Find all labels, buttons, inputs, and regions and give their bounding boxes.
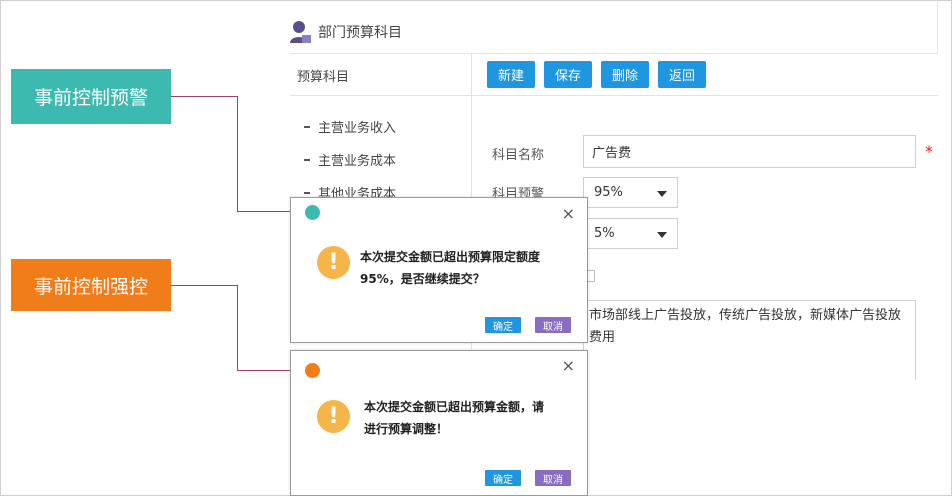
marker-dot bbox=[305, 205, 320, 220]
marker-dot bbox=[305, 363, 320, 378]
ok-button[interactable]: 确定 bbox=[485, 470, 521, 486]
callout-hard-control: 事前控制强控 bbox=[11, 259, 171, 311]
divider bbox=[937, 0, 938, 54]
toolbar: 新建 保存 删除 返回 bbox=[487, 61, 707, 88]
dialog-message: 本次提交金额已超出预算金额，请 进行预算调整！ bbox=[364, 396, 544, 440]
callout-warning: 事前控制预警 bbox=[11, 69, 171, 124]
new-button[interactable]: 新建 bbox=[487, 61, 536, 88]
dialog-message: 本次提交金额已超出预算限定额度 95%，是否继续提交？ bbox=[360, 246, 540, 290]
sidebar-header: 预算科目 bbox=[297, 70, 350, 85]
sidebar-item-label: 主营业务收入 bbox=[318, 121, 397, 136]
dialog-message-line: 本次提交金额已超出预算金额，请 bbox=[364, 400, 545, 414]
close-icon[interactable]: × bbox=[561, 356, 575, 375]
delete-button[interactable]: 删除 bbox=[601, 61, 650, 88]
ok-button[interactable]: 确定 bbox=[485, 317, 521, 333]
back-button[interactable]: 返回 bbox=[658, 61, 707, 88]
connector-line bbox=[237, 96, 238, 212]
connector-line bbox=[171, 96, 237, 97]
control-select-value: 5% bbox=[594, 226, 615, 241]
connector-line bbox=[237, 370, 307, 371]
warning-dialog: × ! 本次提交金额已超出预算限定额度 95%，是否继续提交？ 确定 取消 bbox=[290, 197, 588, 343]
connector-line bbox=[237, 285, 238, 371]
dialog-message-line: 本次提交金额已超出预算限定额度 bbox=[360, 250, 541, 264]
cancel-button[interactable]: 取消 bbox=[535, 317, 571, 333]
description-textarea[interactable]: 市场部线上广告投放，传统广告投放，新媒体广告投放费用 bbox=[583, 300, 916, 380]
connector-line bbox=[237, 211, 307, 212]
dialog-message-line: 95%，是否继续提交？ bbox=[360, 272, 485, 286]
dash-icon bbox=[304, 191, 310, 194]
divider bbox=[290, 95, 938, 96]
connector-line bbox=[171, 285, 237, 286]
name-field[interactable]: 广告费 bbox=[583, 135, 916, 168]
cancel-button[interactable]: 取消 bbox=[535, 470, 571, 486]
sidebar-item-main-revenue[interactable]: 主营业务收入 bbox=[304, 110, 396, 143]
name-label: 科目名称 bbox=[492, 148, 545, 163]
close-icon[interactable]: × bbox=[561, 204, 575, 223]
dash-icon bbox=[304, 125, 310, 128]
chevron-down-icon bbox=[657, 191, 667, 197]
warning-icon: ! bbox=[317, 400, 350, 433]
sidebar-item-label: 主营业务成本 bbox=[318, 154, 397, 169]
warning-select-value: 95% bbox=[594, 185, 623, 200]
warning-select[interactable]: 95% bbox=[583, 177, 678, 208]
dialog-message-line: 进行预算调整！ bbox=[364, 422, 449, 436]
sidebar-item-main-cost[interactable]: 主营业务成本 bbox=[304, 143, 396, 176]
divider bbox=[290, 53, 938, 54]
sidebar-list: 主营业务收入 主营业务成本 其他业务成本 bbox=[304, 110, 396, 209]
page-header: 部门预算科目 bbox=[290, 14, 402, 50]
dash-icon bbox=[304, 158, 310, 161]
user-icon bbox=[290, 20, 312, 44]
chevron-down-icon bbox=[657, 232, 667, 238]
block-dialog: × ! 本次提交金额已超出预算金额，请 进行预算调整！ 确定 取消 bbox=[290, 350, 588, 496]
warning-icon: ! bbox=[317, 246, 350, 279]
control-select[interactable]: 5% bbox=[583, 218, 678, 249]
save-button[interactable]: 保存 bbox=[544, 61, 593, 88]
page-title: 部门预算科目 bbox=[318, 25, 402, 41]
required-mark: * bbox=[925, 142, 933, 161]
